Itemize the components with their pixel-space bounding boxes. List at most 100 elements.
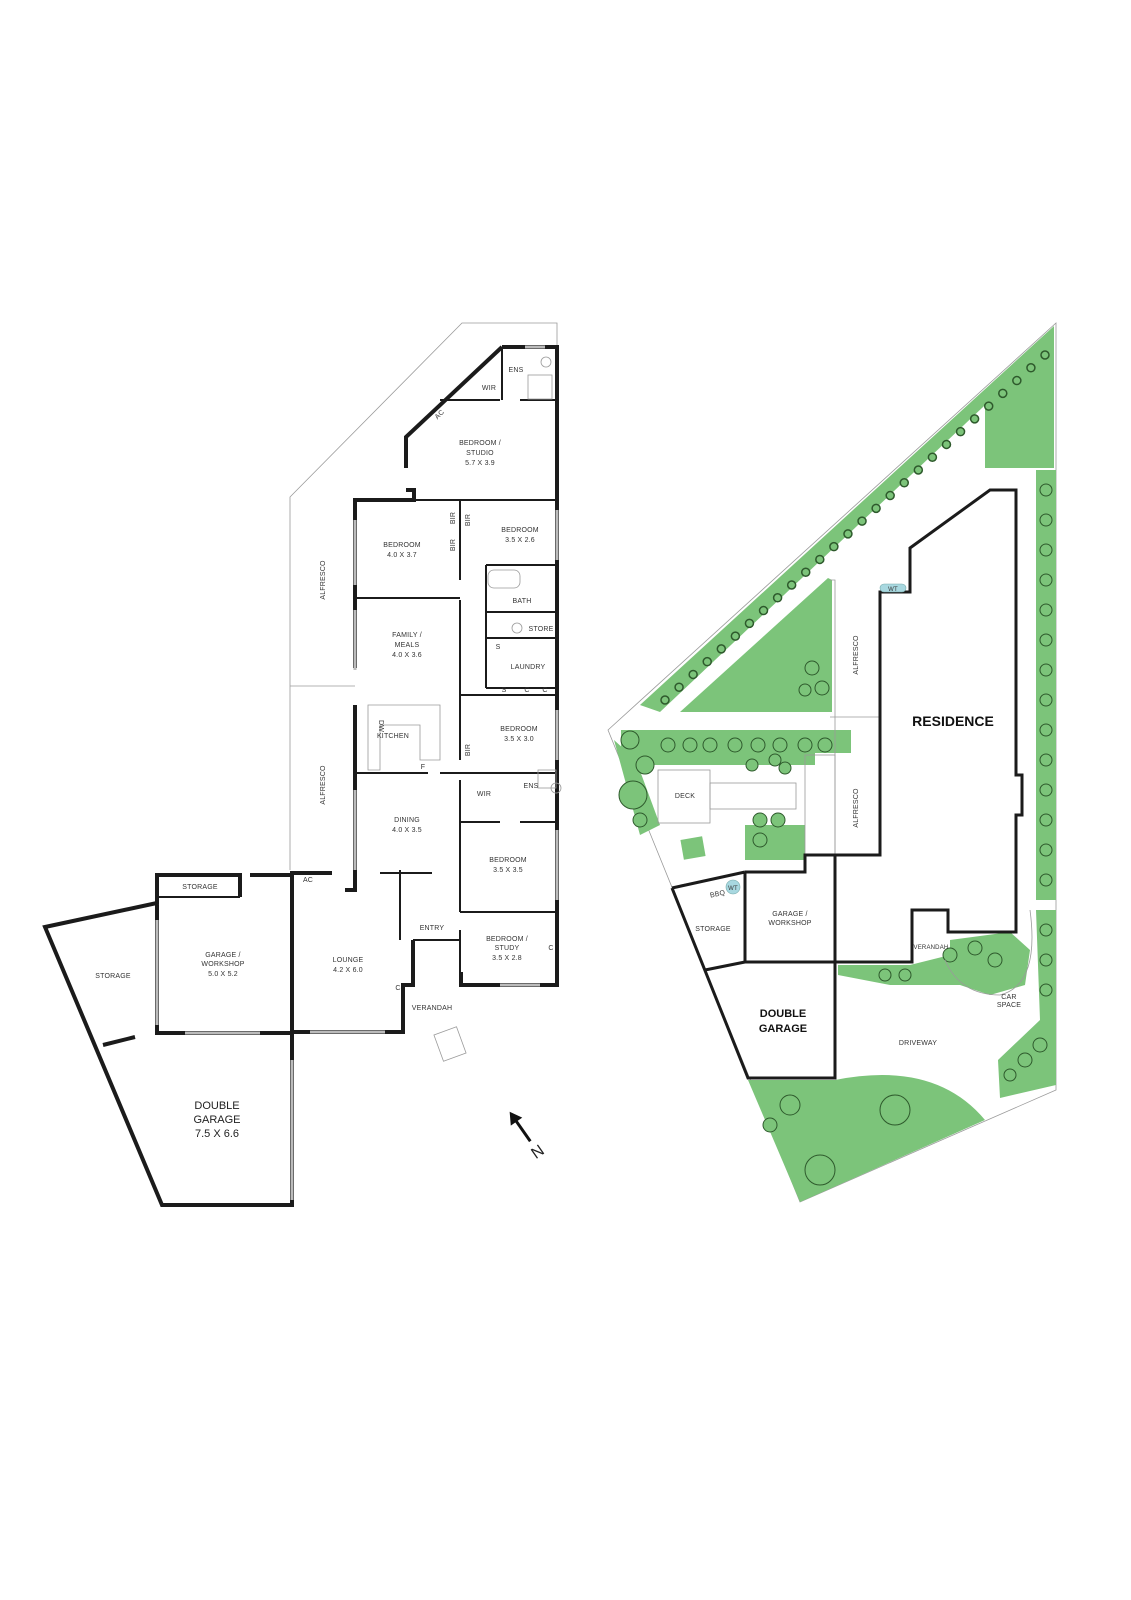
sink-label: S (496, 644, 501, 651)
double-garage-label: GARAGE (759, 1023, 807, 1035)
verandah-label: VERANDAH (914, 945, 949, 951)
storage-label: STORAGE (695, 926, 731, 933)
tree-icon (899, 478, 910, 488)
tree-icon (1039, 723, 1053, 737)
cupboard-label: C (524, 687, 529, 694)
tree-icon (955, 426, 966, 437)
tree-icon (987, 952, 1003, 968)
tree-icon (772, 737, 788, 753)
room-label: LOUNGE (333, 957, 364, 964)
tree-icon (879, 1094, 911, 1126)
garden-east-strip (1036, 470, 1056, 900)
tree-icon (814, 680, 830, 696)
tree-icon (815, 554, 825, 565)
tree-icon (744, 618, 755, 629)
tree-icon (752, 812, 768, 828)
tree-icon (804, 1154, 836, 1186)
house-exterior-wall (42, 345, 559, 1207)
tree-icon (1039, 983, 1053, 997)
tree-icon (1039, 783, 1053, 797)
tree-icon (1039, 873, 1053, 887)
water-tank (879, 583, 907, 593)
tree-icon (762, 1117, 778, 1133)
room-size: 4.0 X 3.5 (392, 827, 422, 834)
toilet (540, 356, 552, 368)
room-size: 4.0 X 3.7 (387, 552, 417, 559)
dishwasher-label: DW (377, 720, 384, 732)
tree-icon (1039, 573, 1053, 587)
car-space-curve (944, 909, 1033, 996)
tree-icon (885, 490, 895, 501)
tree-icon (1039, 753, 1053, 767)
tree-icon (1039, 603, 1053, 617)
room-label: DOUBLE (194, 1100, 239, 1112)
garden-north-strip (640, 326, 1054, 712)
tree-icon (1039, 923, 1053, 937)
room-label: MEALS (395, 642, 420, 649)
room-label: FAMILY / (392, 632, 422, 639)
tree-icon (727, 737, 743, 753)
tree-icon (913, 465, 924, 475)
alfresco-outline (289, 322, 558, 870)
tree-icon (798, 683, 812, 697)
tree-icon (716, 644, 727, 654)
tree-icon (1017, 1052, 1033, 1068)
water-tank-label: WT (888, 587, 898, 593)
toilet (511, 622, 523, 634)
storage-label: STORAGE (182, 884, 218, 891)
alfresco-label: ALFRESCO (853, 788, 860, 828)
room-label: GARAGE (193, 1114, 240, 1126)
alfresco-label: ALFRESCO (320, 765, 327, 805)
tree-icon (1039, 543, 1053, 557)
tree-icon (983, 401, 994, 411)
garden-south-lawn (748, 1075, 985, 1202)
room-size: 3.5 X 2.6 (505, 537, 535, 544)
compass-north-label: N (528, 1142, 547, 1163)
tree-icon (1039, 953, 1053, 967)
tree-icon (660, 695, 670, 705)
tree-icon (1039, 843, 1053, 857)
room-label: BEDROOM / (459, 440, 501, 447)
ac-label: AC (303, 877, 313, 884)
room-size: 3.5 X 2.8 (492, 955, 522, 962)
tree-icon (770, 812, 786, 828)
room-size: 7.5 X 6.6 (195, 1128, 239, 1140)
tree-icon (1039, 513, 1053, 527)
bir-label: BIR (465, 744, 472, 756)
fridge-label: F (421, 764, 425, 771)
storage-label: STORAGE (95, 973, 131, 980)
wir-label: WIR (482, 385, 496, 392)
room-label: BEDROOM (501, 527, 539, 534)
ensuite-label: ENS (509, 367, 524, 374)
tree-icon (682, 737, 698, 753)
tree-icon (1039, 483, 1053, 497)
tree-icon (1040, 350, 1050, 360)
tree-icon (1012, 375, 1022, 386)
bbq-label: BBQ (709, 889, 726, 899)
room-label: BEDROOM / (486, 936, 528, 943)
tree-icon (829, 541, 839, 552)
laundry-label: LAUNDRY (511, 664, 546, 671)
verandah-label: VERANDAH (412, 1005, 453, 1012)
tree-icon (745, 758, 759, 772)
compass-arrowhead-icon (509, 1111, 523, 1126)
verandah-steps (433, 1026, 467, 1062)
driveway-label: DRIVEWAY (899, 1040, 937, 1047)
sink-label: S (502, 687, 507, 694)
tree-icon (898, 968, 912, 982)
tree-icon (1039, 633, 1053, 647)
tree-icon (927, 452, 938, 462)
bir-label: BIR (450, 512, 457, 524)
alfresco-label: ALFRESCO (853, 635, 860, 675)
outbuildings-outline (670, 853, 837, 1080)
garage-workshop-label: WORKSHOP (768, 920, 811, 927)
tree-icon (967, 940, 983, 956)
tree-icon (1039, 693, 1053, 707)
room-size: 5.0 X 5.2 (208, 971, 238, 978)
kitchen-label: KITCHEN (377, 733, 409, 740)
tree-icon (620, 730, 640, 750)
car-space-label: CAR (1001, 994, 1016, 1001)
tree-icon (768, 753, 782, 767)
cupboard-label: C (548, 945, 553, 952)
cupboard-label: C (395, 985, 400, 992)
